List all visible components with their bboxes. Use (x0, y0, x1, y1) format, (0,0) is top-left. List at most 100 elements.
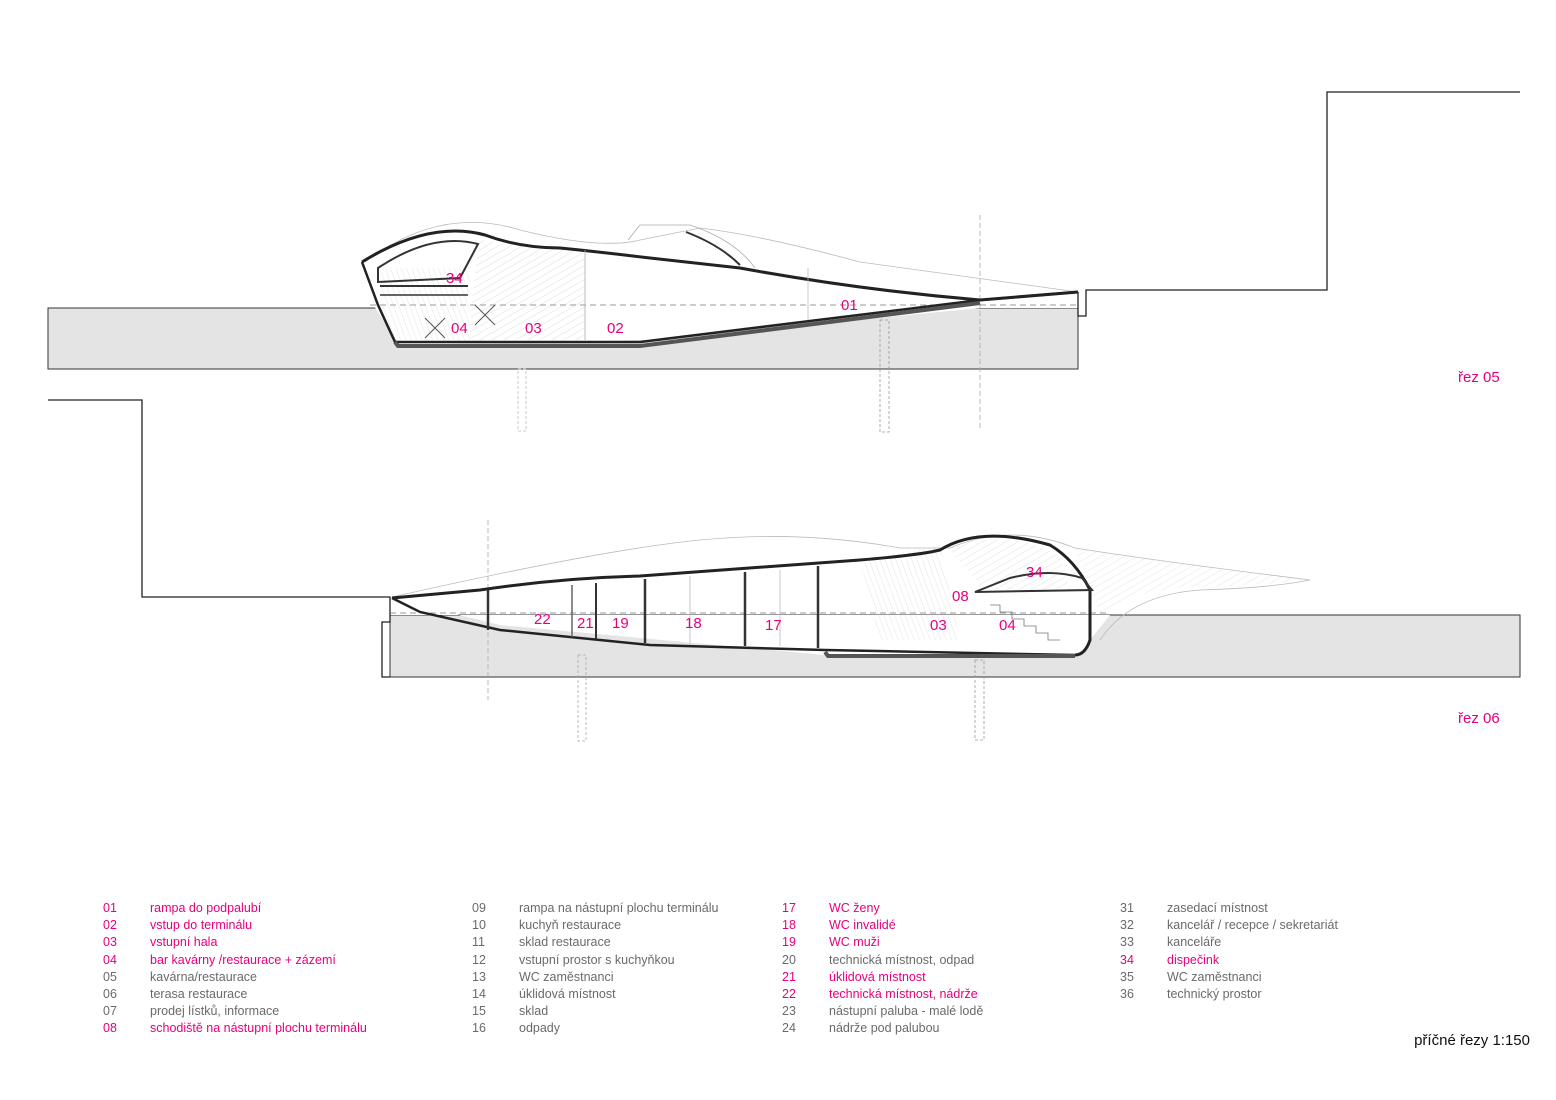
legend-text: technická místnost, nádrže (829, 986, 978, 1001)
roof-window-05 (685, 231, 741, 266)
legend-item: 33 kanceláře (1120, 934, 1338, 951)
legend-item: 06 terasa restaurace (103, 986, 367, 1003)
legend-item: 17 WC ženy (782, 900, 983, 917)
legend-number: 33 (1120, 935, 1134, 950)
shell-05-inner (377, 240, 480, 284)
hull-06 (391, 596, 1076, 657)
legend-number: 17 (782, 901, 796, 915)
legend-text: prodej lístků, informace (150, 1004, 280, 1019)
legend-number: 10 (472, 918, 486, 933)
legend-number: 13 (472, 969, 486, 984)
legend-number: 15 (472, 1004, 486, 1019)
legend-number: 14 (472, 986, 486, 1001)
label-06-22: 22 (534, 611, 551, 628)
bar-furniture-05 (424, 304, 496, 339)
stairs-06 (990, 604, 1060, 641)
legend-number: 19 (782, 935, 796, 950)
legend-number: 05 (103, 969, 117, 984)
legend-item: 19 WC muži (782, 934, 983, 951)
legend-number: 06 (103, 986, 117, 1001)
legend-number: 18 (782, 918, 796, 933)
legend-text: sklad restaurace (519, 935, 611, 950)
shell-05 (361, 229, 1079, 302)
legend-item: 21 úklidová místnost (782, 969, 983, 986)
roof-outline-05 (364, 222, 1079, 293)
legend-text: WC muži (829, 935, 880, 950)
legend-item: 23 nástupní paluba - malé lodě (782, 1003, 983, 1020)
legend-text: kanceláře (1167, 935, 1222, 950)
section-title-05: řez 05 (1458, 369, 1500, 386)
hull-06-base (823, 650, 1075, 658)
legend-number: 08 (103, 1021, 117, 1036)
legend-text: terasa restaurace (150, 986, 248, 1001)
pile-06-b (974, 659, 985, 741)
canopy-hatch-06 (1075, 548, 1310, 615)
legend-text: rampa do podpalubí (150, 901, 262, 915)
legend-number: 35 (1120, 969, 1134, 984)
legend-text: kancelář / recepce / sekretariát (1167, 918, 1338, 933)
legend-number: 04 (103, 952, 117, 967)
dispatch-room-06 (974, 572, 1095, 593)
pile-05-b (879, 319, 890, 433)
legend-text: WC zaměstnanci (519, 969, 614, 984)
label-06-04: 04 (999, 617, 1016, 634)
legend-item: 05 kavárna/restaurace (103, 969, 367, 986)
legend-text: WC invalidé (829, 918, 896, 933)
section-title-06: řez 06 (1458, 710, 1500, 727)
label-06-18: 18 (685, 615, 702, 632)
legend-number: 21 (782, 969, 796, 984)
canopy-05 (627, 224, 756, 269)
legend-number: 07 (103, 1004, 117, 1019)
legend-item: 07 prodej lístků, informace (103, 1003, 367, 1020)
shell-06 (391, 534, 1092, 657)
legend-text: úklidová místnost (519, 986, 616, 1001)
legend-item: 32 kancelář / recepce / sekretariát (1120, 917, 1338, 934)
scale-caption: příčné řezy 1:150 (1414, 1032, 1530, 1049)
legend-text: bar kavárny /restaurace + zázemí (150, 952, 336, 967)
legend-text: dispečink (1167, 952, 1220, 967)
legend-text: rampa na nástupní plochu terminálu (519, 901, 719, 915)
legend-item: 04 bar kavárny /restaurace + zázemí (103, 952, 367, 969)
interior-hatch-05 (470, 240, 585, 340)
label-05-01: 01 (841, 297, 858, 314)
legend-number: 12 (472, 952, 486, 967)
label-06-17: 17 (765, 617, 782, 634)
legend-number: 34 (1120, 952, 1134, 967)
embankment-05 (1077, 91, 1520, 317)
legend-text: WC ženy (829, 901, 880, 915)
legend-text: kuchyň restaurace (519, 918, 622, 933)
label-06-19: 19 (612, 615, 629, 632)
legend-number: 09 (472, 901, 486, 915)
legend-item: 09 rampa na nástupní plochu terminálu (472, 900, 718, 917)
legend-text: úklidová místnost (829, 969, 926, 984)
legend-text: nástupní paluba - malé lodě (829, 1004, 984, 1019)
label-05-04: 04 (451, 320, 468, 337)
legend-text: vstup do terminálu (150, 918, 253, 933)
legend-number: 23 (782, 1004, 796, 1019)
legend-number: 16 (472, 1021, 486, 1036)
legend-number: 24 (782, 1021, 796, 1036)
legend-number: 22 (782, 986, 796, 1001)
legend-text: technická místnost, odpad (829, 952, 975, 967)
legend-text: technický prostor (1167, 986, 1262, 1001)
pile-05-a (517, 368, 527, 432)
label-06-03: 03 (930, 617, 947, 634)
legend-text: kavárna/restaurace (150, 969, 258, 984)
legend-text: zasedací místnost (1167, 901, 1268, 915)
label-05-34: 34 (446, 270, 463, 287)
label-06-08: 08 (952, 588, 969, 605)
legend-number: 32 (1120, 918, 1134, 933)
legend-column-2: 09 rampa na nástupní plochu terminálu 10 k… (472, 900, 718, 1038)
